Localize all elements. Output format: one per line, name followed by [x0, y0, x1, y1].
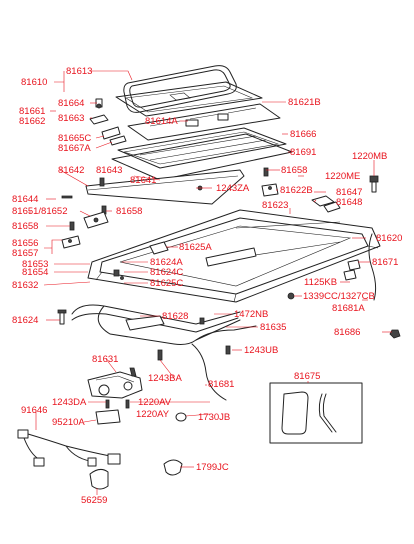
screw-1220mb — [369, 175, 379, 193]
screw-81624 — [57, 309, 67, 325]
label-81657: 81657 — [12, 248, 38, 259]
screw-1243ba — [157, 349, 163, 361]
label-81642: 81642 — [58, 165, 84, 176]
label-1220ay: 1220AY — [136, 409, 170, 420]
label-1243za: 1243ZA — [216, 183, 250, 194]
label-81647: 81647 — [336, 187, 362, 198]
label-81675: 81675 — [294, 371, 320, 382]
label-81613: 81613 — [66, 66, 92, 77]
label-81671: 81671 — [372, 257, 398, 268]
label-1472nb: 1472NB — [234, 309, 268, 320]
screw-1243ub — [225, 345, 231, 355]
sunshade-panel — [117, 127, 287, 169]
label-81681: 81681 — [208, 379, 234, 390]
label-81628: 81628 — [162, 311, 188, 322]
clip-81671 — [343, 259, 361, 281]
label-81653: 81653 — [22, 259, 48, 270]
label-81643: 81643 — [96, 165, 122, 176]
glass-bracket-clips — [89, 98, 109, 125]
glass-seal-strip — [127, 103, 281, 141]
glass-adjust-brackets — [101, 126, 127, 146]
label-81686: 81686 — [334, 327, 360, 338]
label-81681a: 81681A — [332, 303, 365, 314]
drive-cables-81628 — [71, 304, 241, 345]
label-81662: 81662 — [19, 116, 45, 127]
grommet-81686 — [389, 329, 401, 339]
label-81623: 81623 — [262, 200, 288, 211]
label-1799jc: 1799JC — [196, 462, 229, 473]
sunroof-glass-panel — [115, 81, 263, 117]
label-1125kb: 1125KB — [304, 277, 337, 288]
label-81622b: 81622B — [280, 185, 313, 196]
clip-1799jc — [163, 459, 183, 476]
label-56259: 56259 — [81, 495, 107, 506]
label-81644: 81644 — [12, 194, 38, 205]
label-81664: 81664 — [58, 98, 84, 109]
label-95210a: 95210A — [52, 417, 85, 428]
label-81661: 81661 — [19, 106, 45, 117]
label-81614a: 81614A — [145, 116, 178, 127]
drain-hose-81620 — [368, 233, 377, 301]
label-81691: 81691 — [290, 147, 316, 158]
label-81624: 81624 — [12, 315, 38, 326]
label-81654: 81654 — [22, 267, 48, 278]
label-1243ba: 1243BA — [148, 373, 182, 384]
label-81666: 81666 — [290, 129, 316, 140]
label-81625a: 81625A — [179, 242, 212, 253]
tool-kit-box — [269, 382, 363, 444]
frame-clips — [113, 269, 124, 280]
label-81658-mid: 81658 — [116, 206, 142, 217]
plug-56259 — [89, 468, 109, 490]
sunroof-motor — [87, 367, 143, 409]
grommet-1339cc — [287, 292, 295, 300]
label-1243ub: 1243UB — [244, 345, 278, 356]
label-81624a: 81624A — [150, 257, 183, 268]
glass-weatherstrip-part — [123, 65, 237, 113]
sunroof-main-frame — [87, 209, 381, 303]
label-1243da: 1243DA — [52, 397, 87, 408]
cable-81635 — [191, 325, 257, 401]
left-side-brackets — [61, 211, 109, 249]
label-81667a: 81667A — [58, 143, 91, 154]
small-screws — [61, 167, 269, 215]
label-81631: 81631 — [92, 354, 118, 365]
leader-lines — [29, 70, 392, 495]
label-81632: 81632 — [12, 280, 38, 291]
label-91646: 91646 — [21, 405, 47, 416]
label-81621b: 81621B — [288, 97, 321, 108]
label-81641: 81641 — [130, 175, 156, 186]
label-81648: 81648 — [336, 197, 362, 208]
label-1730jb: 1730JB — [198, 412, 230, 423]
label-81625c: 81625C — [150, 278, 183, 289]
label-81665c: 81665C — [58, 133, 91, 144]
grommet-1730jb — [175, 412, 187, 422]
label-1220av: 1220AV — [138, 397, 172, 408]
label-81651-81652: 81651/81652 — [12, 206, 67, 217]
label-1339cc-1327cb: 1339CC/1327CB — [303, 291, 375, 302]
relay-95210a — [95, 409, 121, 425]
part-labels: 81613 81610 81621B 81664 81661 81662 816… — [12, 66, 402, 506]
label-81656: 81656 — [12, 238, 38, 249]
label-81658-left: 81658 — [12, 221, 38, 232]
label-81620: 81620 — [376, 233, 402, 244]
bracket-81647 — [311, 195, 341, 213]
guide-rail-81641 — [85, 169, 245, 205]
headliner-frame — [111, 133, 293, 181]
bracket-81622b — [261, 183, 279, 197]
label-1220me: 1220ME — [325, 171, 360, 182]
label-81658-top: 81658 — [281, 165, 307, 176]
label-1220mb: 1220MB — [352, 151, 387, 162]
label-81663: 81663 — [58, 113, 84, 124]
label-81610: 81610 — [21, 77, 47, 88]
label-81635: 81635 — [260, 322, 286, 333]
label-81624c: 81624C — [150, 267, 183, 278]
wiring-harness-91646 — [17, 429, 121, 467]
